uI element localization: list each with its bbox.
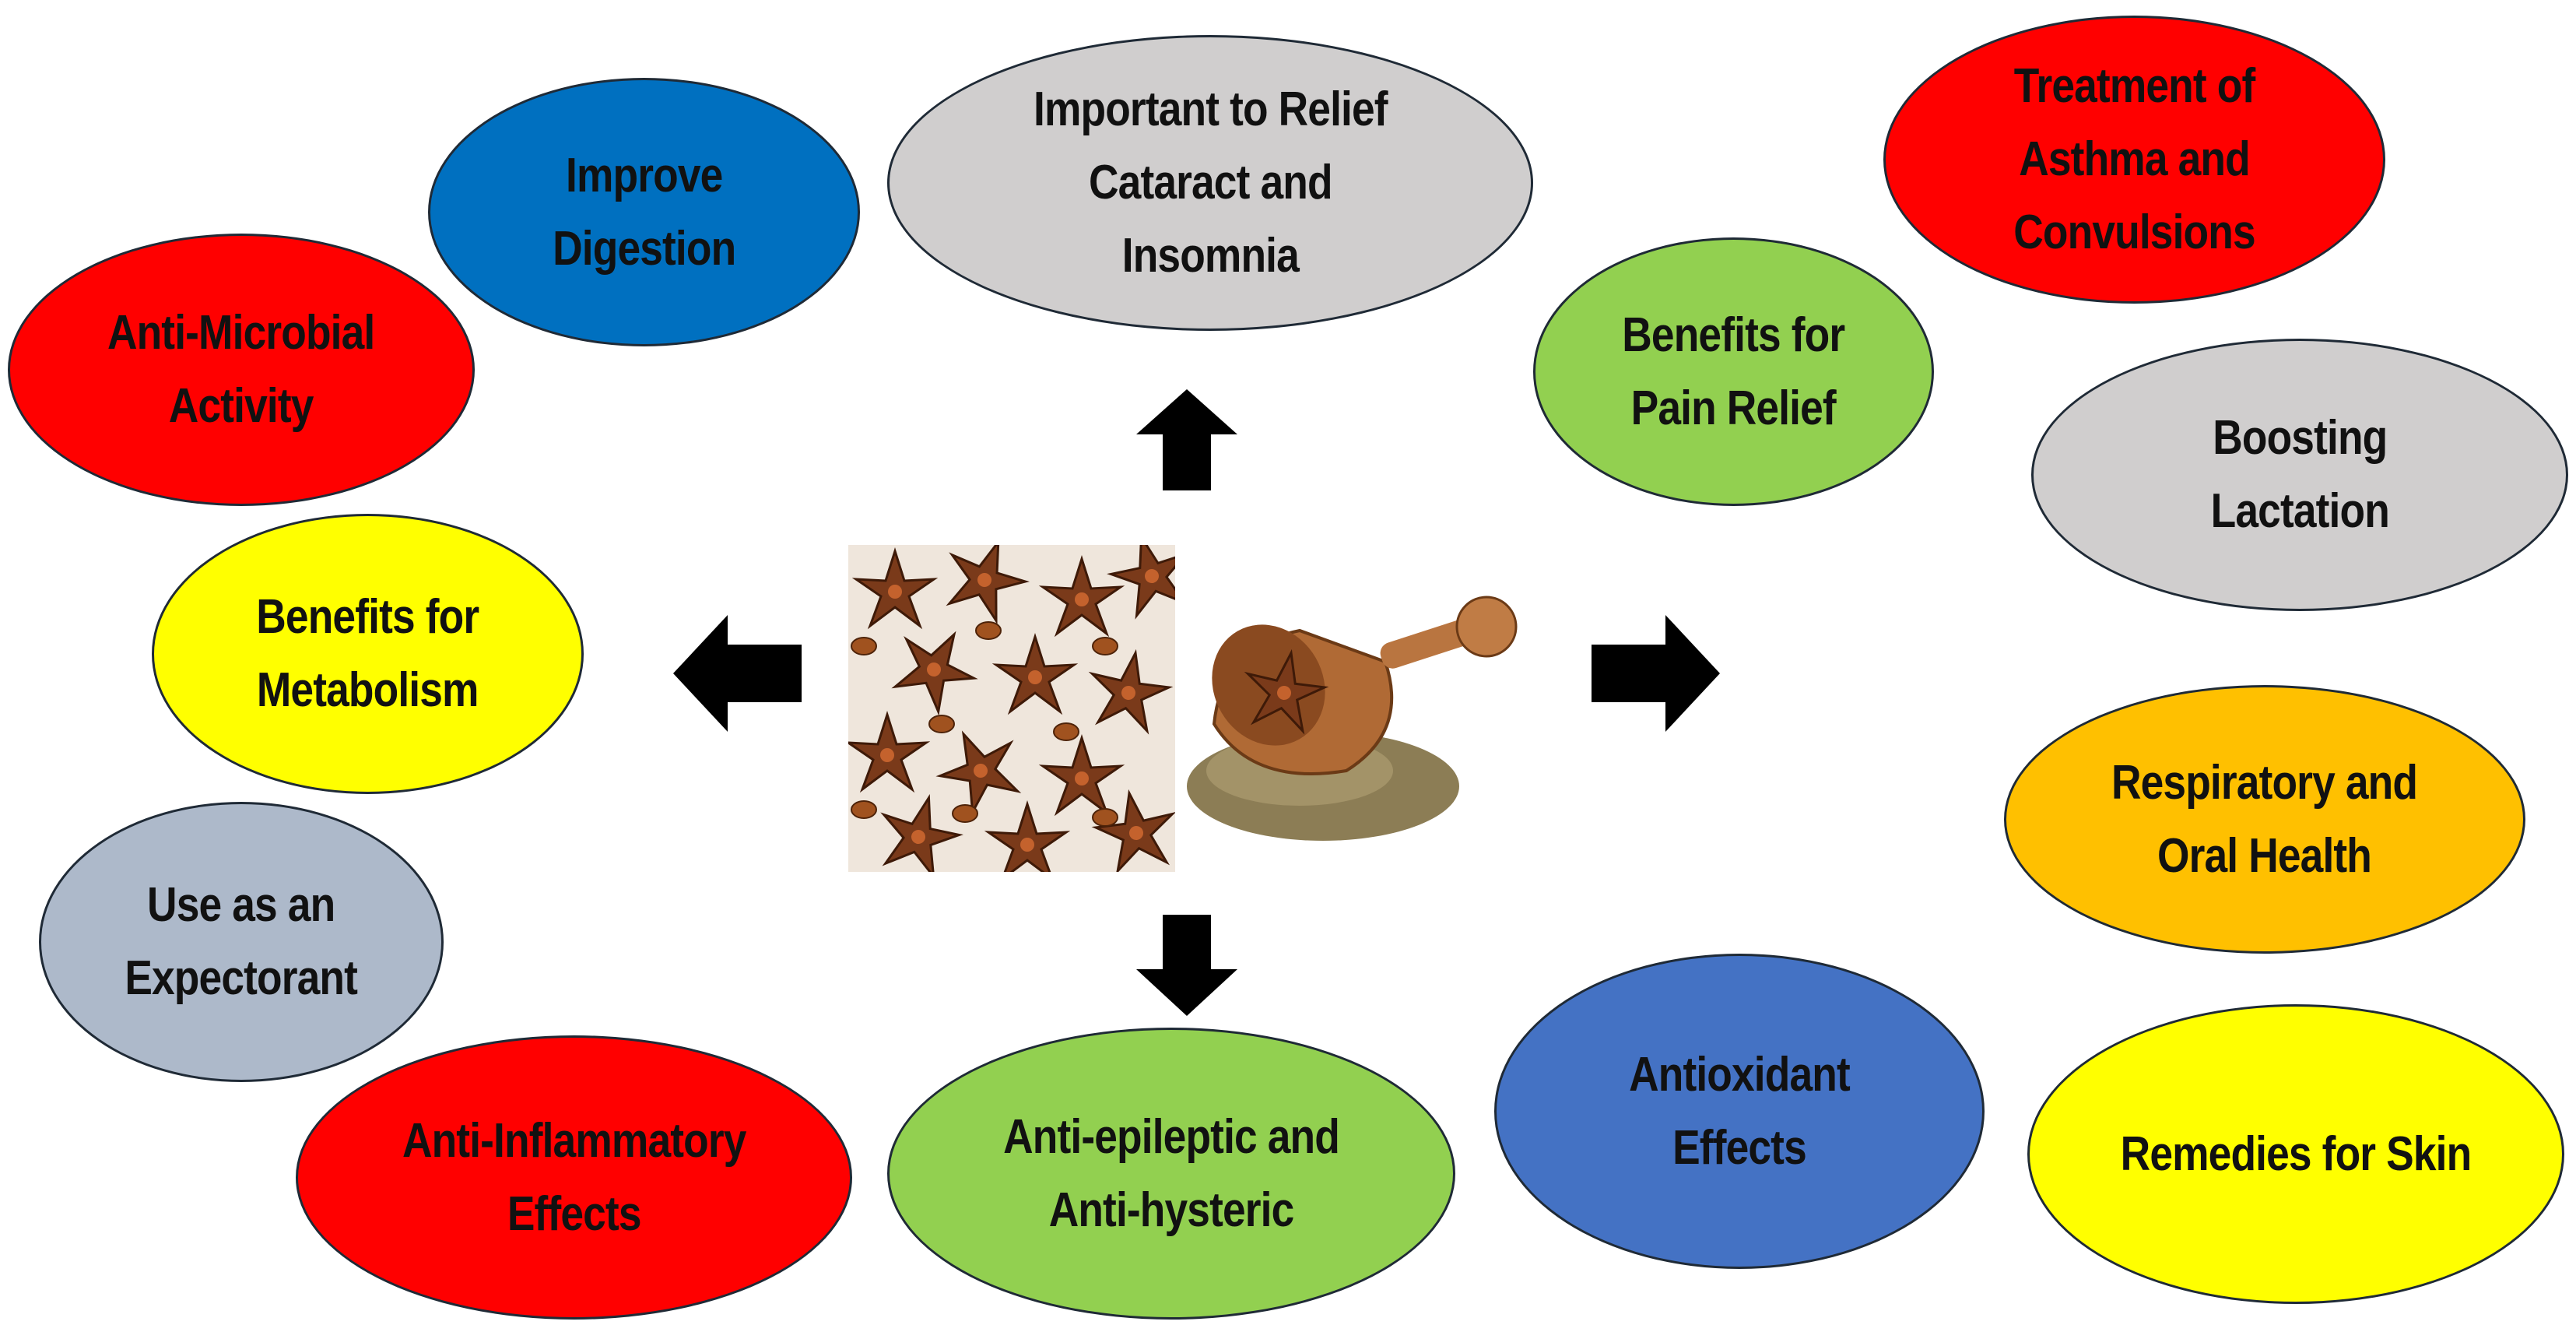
bubble-asthma-convulsions: Treatment of Asthma and Convulsions (1883, 16, 2385, 304)
bubble-label: Anti-Inflammatory Effects (402, 1113, 746, 1241)
bubble-anti-inflammatory: Anti-Inflammatory Effects (296, 1035, 852, 1320)
bubble-label: Respiratory and Oral Health (2111, 755, 2418, 883)
bubble-label: Benefits for Pain Relief (1622, 308, 1846, 435)
bubble-expectorant: Use as an Expectorant (39, 802, 444, 1082)
bubble-pain-relief: Benefits for Pain Relief (1533, 237, 1934, 506)
bubble-anti-epileptic: Anti-epileptic and Anti-hysteric (887, 1028, 1455, 1320)
bubble-metabolism: Benefits for Metabolism (152, 514, 584, 794)
star-anise-photo-icon (848, 545, 1541, 872)
bubble-label: Remedies for Skin (2120, 1126, 2472, 1181)
arrow-right-icon (1592, 615, 1720, 732)
bubble-skin-remedies: Remedies for Skin (2027, 1004, 2564, 1304)
bubble-label: Boosting Lactation (2210, 411, 2389, 538)
bubble-boosting-lactation: Boosting Lactation (2031, 339, 2568, 611)
bubble-antioxidant: Antioxidant Effects (1494, 954, 1985, 1269)
bubble-relief-cataract-insomnia: Important to Relief Cataract and Insomni… (887, 35, 1533, 331)
bubble-label: Improve Digestion (552, 148, 736, 276)
arrow-up-icon (1136, 389, 1237, 490)
bubble-label: Important to Relief Cataract and Insomni… (1033, 83, 1388, 283)
arrow-left-icon (673, 615, 802, 732)
bubble-label: Anti-Microbial Activity (107, 306, 375, 433)
bubble-label: Antioxidant Effects (1629, 1047, 1851, 1175)
bubble-improve-digestion: Improve Digestion (428, 78, 860, 346)
bubble-label: Benefits for Metabolism (256, 590, 480, 717)
bubble-label: Anti-epileptic and Anti-hysteric (1003, 1109, 1340, 1237)
bubble-label: Use as an Expectorant (125, 878, 359, 1005)
bubble-respiratory-oral: Respiratory and Oral Health (2004, 685, 2525, 954)
arrow-down-icon (1136, 915, 1237, 1016)
bubble-label: Treatment of Asthma and Convulsions (2013, 59, 2255, 259)
bubble-anti-microbial: Anti-Microbial Activity (8, 234, 475, 506)
